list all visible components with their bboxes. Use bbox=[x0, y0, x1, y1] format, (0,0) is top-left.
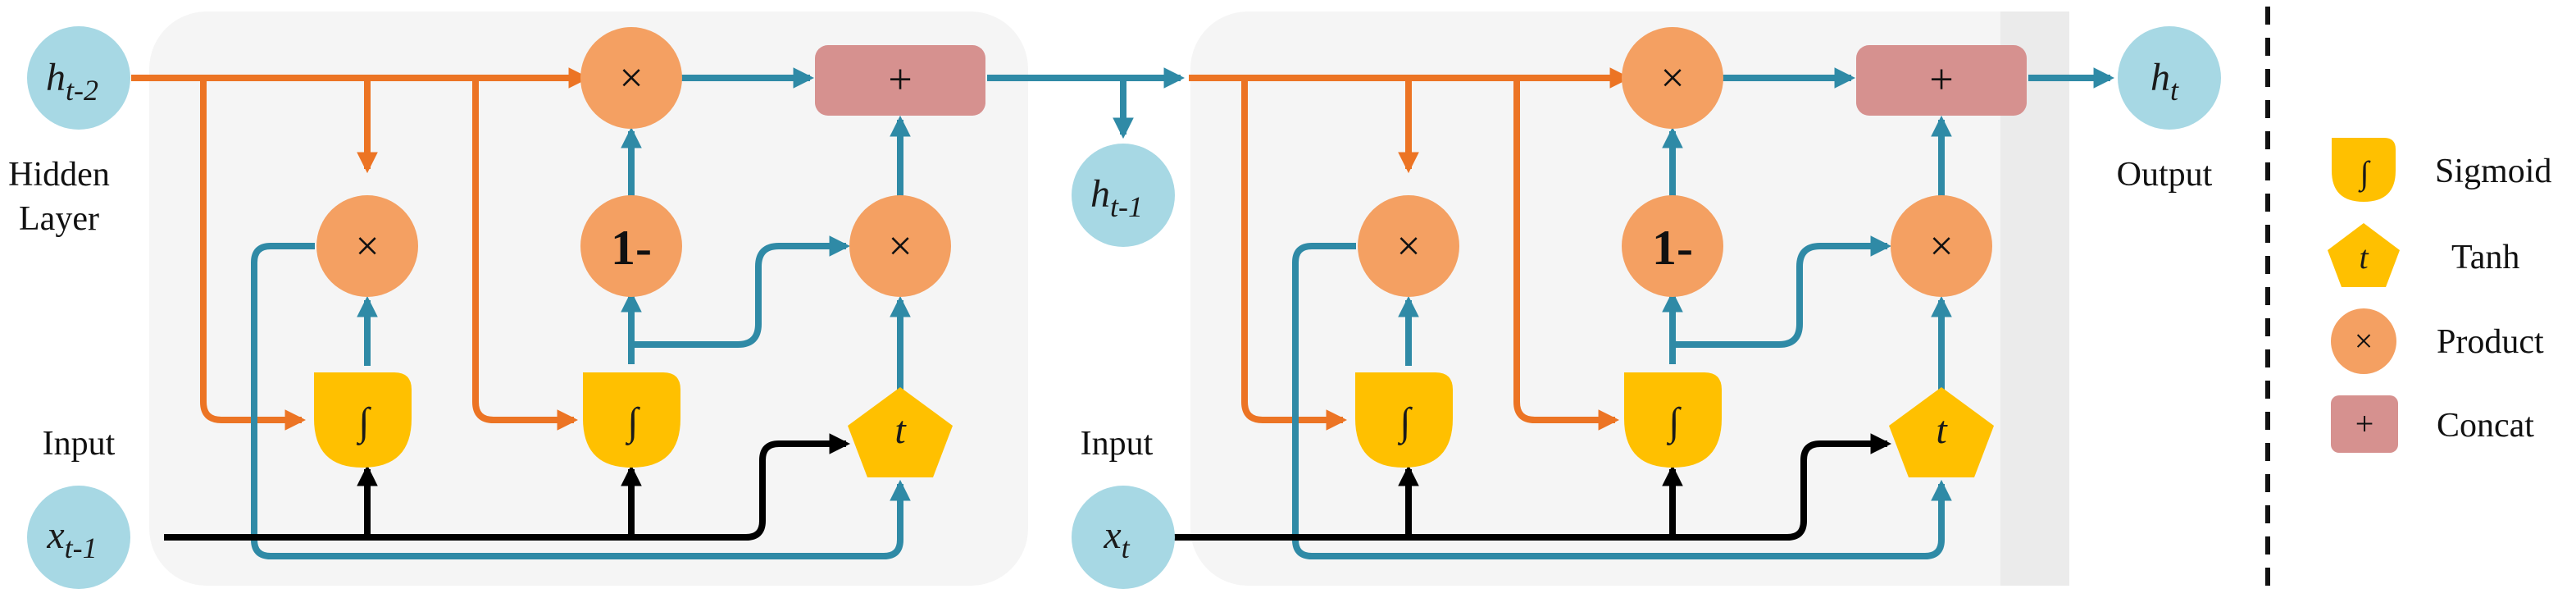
cell1-tanh-symbol: t bbox=[894, 408, 907, 452]
cell2-concat-symbol: + bbox=[1929, 57, 1953, 103]
cell1-sigmoid-symbol-2: ∫ bbox=[625, 400, 640, 445]
cell1-product-symbol-2: × bbox=[619, 55, 643, 102]
cell1-nodes: ht-2 Hidden Layer × × 1- × + ∫ ∫ t Input… bbox=[8, 26, 985, 589]
x-cur-label: xt bbox=[1103, 513, 1130, 564]
cell2-teal-to-product3-left bbox=[1673, 235, 1892, 348]
concat-icon bbox=[2331, 395, 2398, 453]
sigmoid-icon bbox=[2332, 138, 2396, 202]
legend-tanh-symbol: t bbox=[2359, 239, 2369, 276]
between-connections bbox=[987, 67, 1186, 139]
cell1-concat-symbol: + bbox=[888, 57, 912, 103]
hidden-layer-label-line2: Layer bbox=[19, 200, 99, 238]
product-icon bbox=[2331, 308, 2396, 374]
cell2-product-symbol-1: × bbox=[1396, 223, 1420, 270]
cell2-product-node-2 bbox=[1622, 27, 1723, 129]
cell2-input-label: Input bbox=[1081, 425, 1154, 463]
cell1-product-symbol-1: × bbox=[355, 223, 379, 270]
cell1-one-minus-node bbox=[580, 195, 682, 297]
h-out-node bbox=[2118, 26, 2221, 130]
cell1-teal-loop bbox=[251, 243, 911, 559]
legend-sigmoid-symbol: ∫ bbox=[2358, 154, 2372, 193]
legend-concat-label: Concat bbox=[2437, 407, 2534, 445]
cell1-sigmoid-node-1 bbox=[314, 372, 412, 468]
legend: ∫ Sigmoid t Tanh × Product + Concat bbox=[2328, 138, 2551, 453]
cell1-teal-to-product3-left bbox=[631, 235, 851, 348]
cell2-product-node-1 bbox=[1358, 195, 1459, 297]
cell1-product-node-3 bbox=[849, 195, 951, 297]
cell2-sigmoid-node-1 bbox=[1355, 372, 1453, 468]
hidden-layer-label-line1: Hidden bbox=[8, 156, 110, 194]
x-prev-label: xt-1 bbox=[46, 513, 97, 564]
cell2-one-minus-label: 1- bbox=[1652, 221, 1693, 275]
cell2-orange-to-sigmoid2 bbox=[1513, 78, 1620, 431]
cell2-product-node-3 bbox=[1891, 195, 1992, 297]
between-nodes: ht-1 bbox=[1072, 144, 1175, 247]
cell1-sigmoid-symbol-1: ∫ bbox=[356, 400, 371, 445]
cell2-teal-loop bbox=[1292, 243, 1952, 559]
cell2-tanh-symbol: t bbox=[1936, 408, 1948, 452]
cell1-sigmoid-node-2 bbox=[583, 372, 680, 468]
cell2-concat-node bbox=[1856, 45, 2027, 116]
cell2-nodes: × × 1- × + ∫ ∫ t Input xt ht Output bbox=[1072, 26, 2221, 589]
cell2-one-minus-node bbox=[1622, 195, 1723, 297]
cell1-product-symbol-3: × bbox=[888, 223, 912, 270]
h-mid-label: ht-1 bbox=[1090, 172, 1143, 223]
h-mid-node bbox=[1072, 144, 1175, 247]
cell2-input-line bbox=[1172, 433, 1892, 541]
legend-tanh-label: Tanh bbox=[2451, 239, 2519, 276]
cell1-product-node-1 bbox=[316, 195, 418, 297]
cell1-tanh-node bbox=[848, 387, 953, 477]
cell1-input-line bbox=[164, 433, 851, 541]
x-prev-node bbox=[27, 486, 130, 589]
h-out-label: ht bbox=[2150, 56, 2179, 107]
legend-product-symbol: × bbox=[2355, 322, 2373, 359]
cell2-orange-to-sigmoid1 bbox=[1241, 78, 1348, 431]
cell1-orange-to-sigmoid1 bbox=[200, 78, 307, 431]
legend-sigmoid-label: Sigmoid bbox=[2435, 153, 2551, 190]
cell1-orange-to-sigmoid2 bbox=[472, 78, 579, 431]
h-prev-node bbox=[27, 26, 130, 130]
cell2-tanh-node bbox=[1889, 387, 1994, 477]
h-prev-label: ht-2 bbox=[46, 56, 98, 107]
cell1-input-label: Input bbox=[43, 425, 116, 463]
tanh-icon bbox=[2328, 223, 2400, 287]
cell1-concat-node bbox=[815, 45, 985, 116]
cell1-one-minus-label: 1- bbox=[611, 221, 652, 275]
output-label: Output bbox=[2117, 156, 2213, 194]
legend-product-label: Product bbox=[2437, 323, 2544, 361]
cell2-sigmoid-symbol-2: ∫ bbox=[1666, 400, 1682, 445]
legend-concat-symbol: + bbox=[2355, 405, 2374, 442]
cell2-sigmoid-node-2 bbox=[1624, 372, 1722, 468]
cell1-product-node-2 bbox=[580, 27, 682, 129]
cell2-sigmoid-symbol-1: ∫ bbox=[1397, 400, 1413, 445]
cell2-product-symbol-2: × bbox=[1660, 55, 1684, 102]
cell2-product-symbol-3: × bbox=[1929, 223, 1953, 270]
x-cur-node bbox=[1072, 486, 1175, 589]
